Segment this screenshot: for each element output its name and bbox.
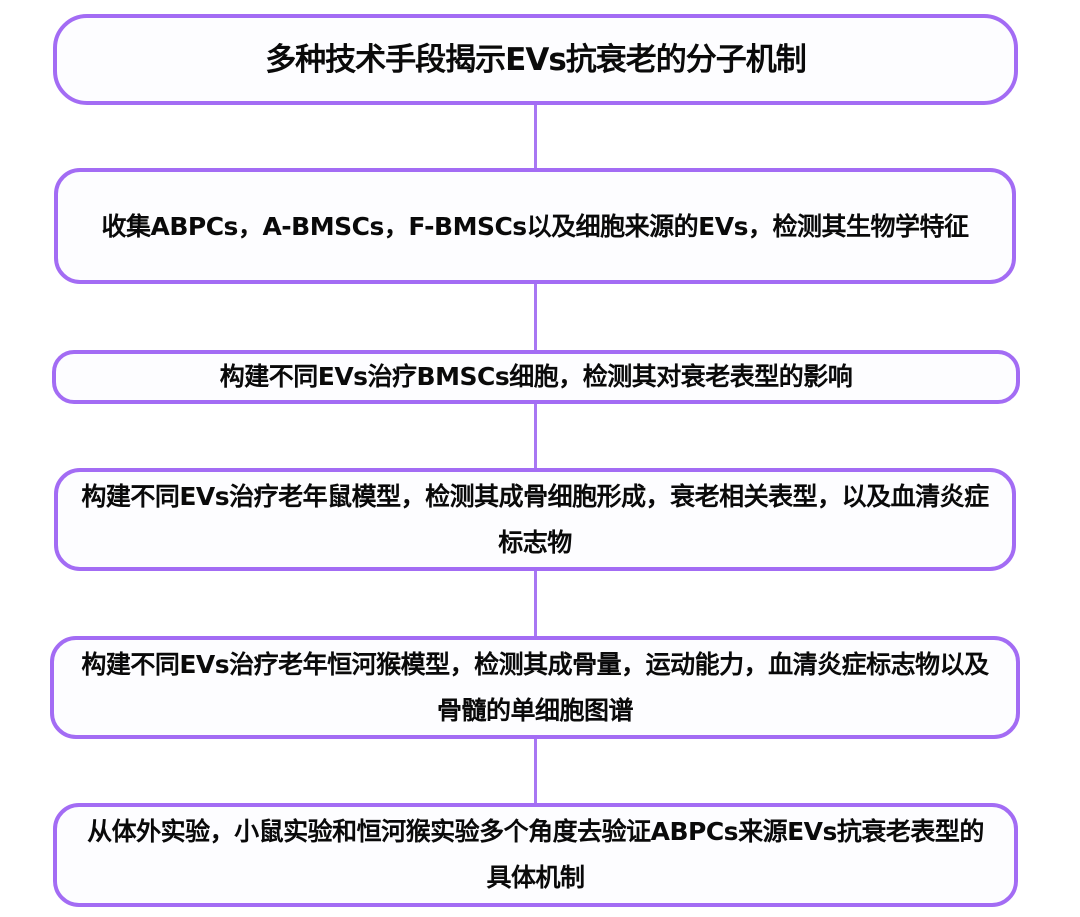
flowchart-step-4: 构建不同EVs治疗老年恒河猴模型，检测其成骨量，运动能力，血清炎症标志物以及骨髓… [50,636,1020,739]
flowchart-title: 多种技术手段揭示EVs抗衰老的分子机制 [265,41,807,78]
flowchart-step-5: 从体外实验，小鼠实验和恒河猴实验多个角度去验证ABPCs来源EVs抗衰老表型的具… [53,803,1018,907]
connector-line-5 [534,738,537,805]
connector-line-4 [534,570,537,638]
step-5-label: 从体外实验，小鼠实验和恒河猴实验多个角度去验证ABPCs来源EVs抗衰老表型的具… [87,817,984,892]
flowchart-step-1: 收集ABPCs，A-BMSCs，F-BMSCs以及细胞来源的EVs，检测其生物学… [54,168,1016,284]
flowchart-step-3: 构建不同EVs治疗老年鼠模型，检测其成骨细胞形成，衰老相关表型，以及血清炎症标志… [54,468,1016,571]
connector-line-1 [534,104,537,170]
flowchart-title-node: 多种技术手段揭示EVs抗衰老的分子机制 [53,14,1018,105]
flowchart-step-2: 构建不同EVs治疗BMSCs细胞，检测其对衰老表型的影响 [52,350,1020,404]
step-2-label: 构建不同EVs治疗BMSCs细胞，检测其对衰老表型的影响 [219,362,853,391]
step-3-label: 构建不同EVs治疗老年鼠模型，检测其成骨细胞形成，衰老相关表型，以及血清炎症标志… [81,481,989,557]
step-1-label: 收集ABPCs，A-BMSCs，F-BMSCs以及细胞来源的EVs，检测其生物学… [101,211,969,241]
connector-line-2 [534,283,537,352]
step-4-label: 构建不同EVs治疗老年恒河猴模型，检测其成骨量，运动能力，血清炎症标志物以及骨髓… [81,649,989,725]
connector-line-3 [534,403,537,470]
